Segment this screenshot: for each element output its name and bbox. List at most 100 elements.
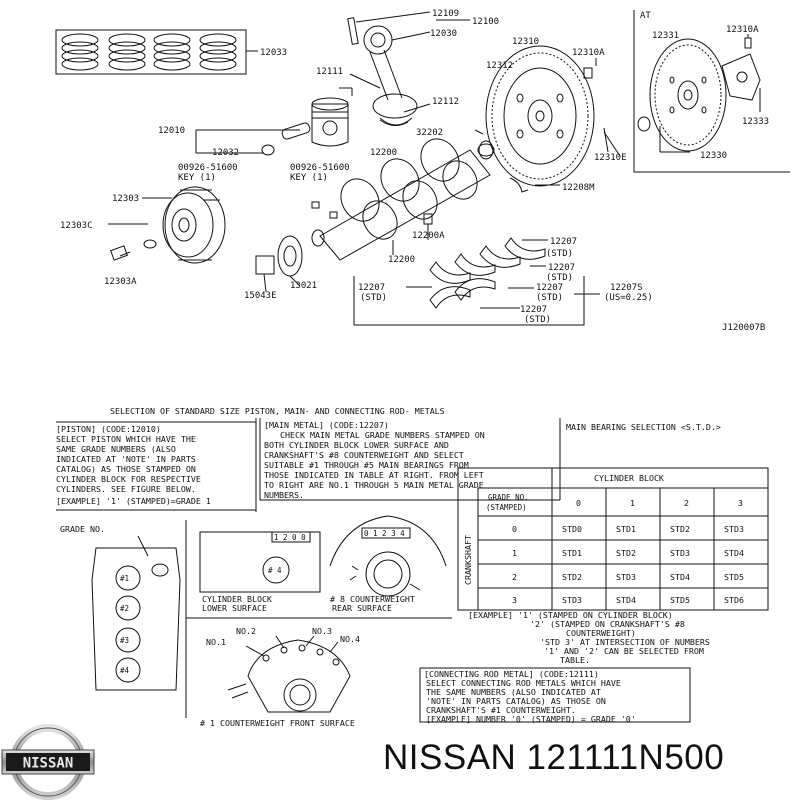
table-cell: STD5 (670, 595, 690, 605)
counterweight-caption-1: # 8 COUNTERWEIGHT (330, 594, 415, 604)
example-line: '1' AND '2' CAN BE SELECTED FROM (544, 646, 704, 656)
label-15043E: 15043E (244, 291, 277, 301)
table-crankshaft-header: CRANKSHAFT (463, 535, 473, 585)
table-cell: STD3 (616, 572, 636, 582)
label-std-e: (STD) (524, 315, 551, 325)
piston-line: CATALOG) AS THOSE STAMPED ON (56, 464, 196, 474)
table-col-header: 1 (630, 498, 635, 508)
label-std-b: (STD) (546, 273, 573, 283)
main-metal-line: THOSE INDICATED IN TABLE AT RIGHT. FROM … (264, 470, 484, 480)
label-key-b: KEY (1) (290, 173, 328, 183)
conrod-line: CRANKSHAFT'S #1 COUNTERWEIGHT. (426, 705, 576, 715)
label-12310A: 12310A (572, 48, 605, 58)
label-12207-d: 12207 (536, 283, 563, 293)
cylinder-label: #4 (120, 666, 130, 675)
crank-pulley (108, 186, 226, 264)
label-12100: 12100 (472, 17, 499, 27)
conrod-line: 'NOTE' IN PARTS CATALOG) AS THOSE ON (426, 696, 606, 706)
label-12330: 12330 (700, 151, 727, 161)
selection-text: SELECTION OF STANDARD SIZE PISTON, MAIN-… (56, 406, 744, 728)
counterweight-rear-figure (329, 515, 447, 597)
cylinder-label: #1 (120, 574, 129, 583)
table-col-header: 0 (576, 498, 581, 508)
label-std-a: (STD) (546, 249, 573, 259)
label-key-a: KEY (1) (178, 173, 216, 183)
piston-line: [PISTON] (CODE:12010) (56, 424, 161, 434)
example-line: COUNTERWEIGHT) (566, 628, 636, 638)
main-metal-line: [MAIN METAL] (CODE:12207) (264, 420, 389, 430)
brand-part-title: NISSAN 121111N500 (383, 738, 724, 778)
label-std-d: (STD) (536, 293, 563, 303)
flywheel (474, 45, 621, 193)
main-metal-line: SUITABLE #1 THROUGH #5 MAIN BEARINGS FRO… (264, 460, 469, 470)
front-no4: NO.4 (340, 634, 360, 644)
front-no1: NO.1 (206, 637, 226, 647)
label-12310A-b: 12310A (726, 25, 759, 35)
conrod-line: SELECT CONNECTING ROD METALS WHICH HAVE (426, 678, 621, 688)
label-at: AT (640, 11, 651, 21)
table-cell: STD5 (724, 572, 744, 582)
label-std-c: (STD) (360, 293, 387, 303)
cylinder-block-lower-surface-figure (199, 531, 321, 593)
nissan-logo: NISSAN (1, 724, 95, 800)
label-ref-code: J120007B (722, 323, 765, 333)
label-us: (US=0.25) (604, 293, 653, 303)
selection-title: SELECTION OF STANDARD SIZE PISTON, MAIN-… (110, 406, 445, 416)
table-col-header: 3 (738, 498, 743, 508)
piston-line: SAME GRADE NUMBERS (ALSO (56, 444, 176, 454)
conrod-line: THE SAME NUMBERS (ALSO INDICATED AT (426, 687, 601, 697)
label-12109: 12109 (432, 9, 459, 19)
counterweight-front-figure (227, 635, 351, 713)
label-32202: 32202 (416, 128, 443, 138)
front-no2: NO.2 (236, 626, 256, 636)
table-row-grade: 0 (512, 524, 517, 534)
table-cell: STD2 (562, 572, 582, 582)
label-12310E: 12310E (594, 153, 627, 163)
piston-line: [EXAMPLE] '1' (STAMPED)=GRADE 1 (56, 496, 211, 506)
at-drive-plate (633, 10, 790, 173)
table-cell: STD1 (562, 548, 582, 558)
main-bearing-table (457, 467, 769, 611)
nissan-logo-text: NISSAN (23, 756, 74, 772)
label-key-a-code: 00926-51600 (178, 163, 238, 173)
cyl-block-caption-1: CYLINDER BLOCK (202, 594, 272, 604)
piston-line: CYLINDERS. SEE FIGURE BELOW. (56, 484, 196, 494)
cyl-block-caption-2: LOWER SURFACE (202, 603, 267, 613)
label-12303A: 12303A (104, 277, 137, 287)
label-12111: 12111 (316, 67, 343, 77)
cylinder-label: #2 (120, 604, 129, 613)
selection-frames (56, 418, 561, 718)
label-12303: 12303 (112, 194, 139, 204)
table-grade-header-1: GRADE NO. (488, 493, 529, 502)
front-no3: NO.3 (312, 626, 332, 636)
cylinder-label: #3 (120, 636, 129, 645)
example-line: TABLE. (560, 655, 590, 665)
label-12112: 12112 (432, 97, 459, 107)
label-12208M: 12208M (562, 183, 595, 193)
cyl-block-stamp: 1 2 0 0 (274, 533, 306, 542)
diagram-labels: 12109 12100 12030 12310 12033 12312 1231… (60, 9, 769, 333)
example-line: 'STD 3' AT INTERSECTION OF NUMBERS (540, 637, 710, 647)
label-12333: 12333 (742, 117, 769, 127)
table-row-grade: 2 (512, 572, 517, 582)
table-row-grade: 3 (512, 595, 517, 605)
counterweight-stamp: 0 1 2 3 4 (364, 529, 405, 538)
piston-line: SELECT PISTON WHICH HAVE THE (56, 434, 196, 444)
table-cell: STD2 (616, 548, 636, 558)
label-12200-b: 12200 (388, 255, 415, 265)
table-grade-header-2: (STAMPED) (486, 503, 527, 512)
table-cell: STD3 (562, 595, 582, 605)
table-cyl-block-header: CYLINDER BLOCK (594, 473, 664, 483)
main-metal-line: BOTH CYLINDER BLOCK LOWER SURFACE AND (264, 440, 449, 450)
counterweight-caption-2: REAR SURFACE (332, 603, 392, 613)
label-12010: 12010 (158, 126, 185, 136)
label-12030: 12030 (430, 29, 457, 39)
example-line: '2' (STAMPED ON CRANKSHAFT'S #8 (530, 619, 685, 629)
part-number: 121111N500 (526, 738, 725, 777)
table-row-grade: 1 (512, 548, 517, 558)
label-12032: 12032 (212, 148, 239, 158)
cylinder-block-top-view (91, 535, 181, 691)
conrod-frame (419, 667, 691, 723)
label-12200A: 12200A (412, 231, 445, 241)
example-line: [EXAMPLE] '1' (STAMPED ON CYLINDER BLOCK… (468, 610, 673, 620)
